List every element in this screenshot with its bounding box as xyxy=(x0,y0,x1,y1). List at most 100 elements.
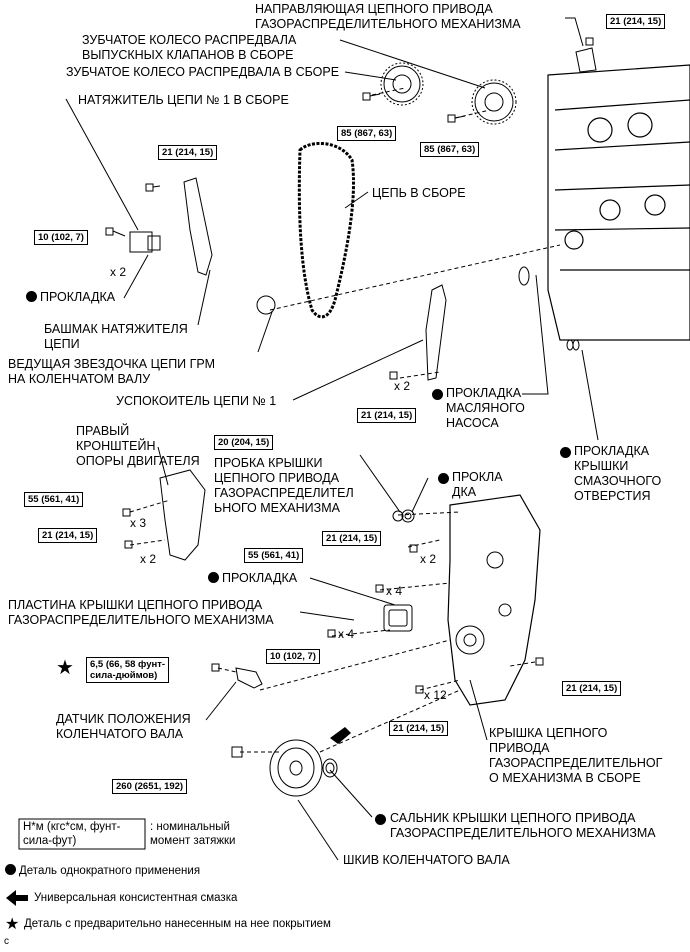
legend-single-use: Деталь однократного применения xyxy=(5,864,200,879)
label-oil-hole-gasket: ПРОКЛАДКА КРЫШКИ СМАЗОЧНОГО ОТВЕРСТИЯ xyxy=(560,444,661,504)
legend-single-use-icon xyxy=(5,864,16,875)
engine-bracket-part xyxy=(159,469,206,561)
label-crank-sprocket: ВЕДУЩАЯ ЗВЕЗДОЧКА ЦЕПИ ГРМ НА КОЛЕНЧАТОМ… xyxy=(8,357,216,386)
torque-cover-21a: 21 (214, 15) xyxy=(322,531,382,546)
torque-cover-right: 21 (214, 15) xyxy=(562,681,622,696)
gasket3-text: ПРОКЛАДКА xyxy=(222,571,298,585)
torque-cover-55: 55 (561, 41) xyxy=(244,548,304,563)
gasket1-text: ПРОКЛАДКА xyxy=(40,290,116,304)
label-bracket: ПРАВЫЙ КРОНШТЕЙН ОПОРЫ ДВИГАТЕЛЯ xyxy=(76,424,200,468)
qty-cover-12: x 12 xyxy=(424,688,447,702)
qty-damper: x 2 xyxy=(394,379,411,393)
torque-sensor: 6,5 (66, 58 фунт- сила-дюймов) xyxy=(86,657,170,683)
qty-plate-4: x 4 xyxy=(338,627,355,641)
cam-gear-part xyxy=(380,62,424,106)
crank-sprocket-part xyxy=(256,295,276,315)
leader-pulley xyxy=(297,799,339,861)
single-use-dot-icon xyxy=(432,389,443,400)
oil-hole-gasket-text: ПРОКЛАДКА КРЫШКИ СМАЗОЧНОГО ОТВЕРСТИЯ xyxy=(574,444,662,503)
legend-single-use-text: Деталь однократного применения xyxy=(19,865,201,877)
exhaust-gear-part xyxy=(471,79,517,125)
leader-chain xyxy=(344,191,369,209)
single-use-dot-icon xyxy=(26,291,37,302)
leader-slipper xyxy=(197,269,211,326)
torque-damper: 21 (214, 15) xyxy=(357,408,417,423)
label-cover-plate: ПЛАСТИНА КРЫШКИ ЦЕПНОГО ПРИВОДА ГАЗОРАСП… xyxy=(8,598,274,627)
label-cover-assy: КРЫШКА ЦЕПНОГО ПРИВОДА ГАЗОРАСПРЕДЕЛИТЕЛ… xyxy=(489,726,663,785)
legend-torque-box xyxy=(18,818,146,850)
cover-plate-part xyxy=(383,604,413,632)
leader-tensioner xyxy=(65,98,139,231)
leader-sensor xyxy=(205,681,237,721)
torque-bracket-55: 55 (561, 41) xyxy=(24,492,84,507)
legend-torque-units: Н*м (кгс*см, фунт- сила-фут) xyxy=(23,821,121,847)
leader-cam-gear xyxy=(344,71,397,81)
torque-tensioner-top: 21 (214, 15) xyxy=(158,145,218,160)
crank-sensor-part xyxy=(235,667,263,689)
gasket1-part xyxy=(147,235,161,251)
label-gasket1: ПРОКЛАДКА xyxy=(26,290,115,305)
pulley-part xyxy=(269,739,323,797)
legend-grease: Универсальная консистентная смазка xyxy=(34,892,238,904)
torque-guide: 21 (214, 15) xyxy=(606,14,666,29)
single-use-dot-icon xyxy=(560,447,571,458)
torque-tensioner-left: 10 (102, 7) xyxy=(34,230,88,245)
label-cam-gear: ЗУБЧАТОЕ КОЛЕСО РАСПРЕДВАЛА В СБОРЕ xyxy=(66,65,340,79)
leader-cover-plate xyxy=(299,611,355,621)
label-gasket3: ПРОКЛАДКА xyxy=(208,571,297,586)
label-tensioner: НАТЯЖИТЕЛЬ ЦЕПИ № 1 В СБОРЕ xyxy=(78,93,289,107)
torque-plate: 10 (102, 7) xyxy=(266,649,320,664)
label-chain: ЦЕПЬ В СБОРЕ xyxy=(372,186,466,200)
label-damper: УСПОКОИТЕЛЬ ЦЕПИ № 1 xyxy=(116,394,277,408)
leader-gasket3 xyxy=(309,577,396,606)
oil-seal-text: САЛЬНИК КРЫШКИ ЦЕПНОГО ПРИВОДА ГАЗОРАСПР… xyxy=(390,811,656,840)
chain-damper-part xyxy=(425,284,447,381)
tensioner-slipper-part xyxy=(183,177,213,276)
label-oil-seal: САЛЬНИК КРЫШКИ ЦЕПНОГО ПРИВОДА ГАЗОРАСПР… xyxy=(375,811,656,841)
tensioner-part xyxy=(129,231,153,253)
legend-precoated: Деталь с предварительно нанесенным на не… xyxy=(24,918,331,930)
gasket2-text: ПРОКЛА ДКА xyxy=(452,470,503,499)
label-oil-pump-gasket: ПРОКЛАДКА МАСЛЯНОГО НАСОСА xyxy=(432,386,525,431)
leader-oil-seal xyxy=(329,769,373,818)
oil-hole-gasket-part xyxy=(566,339,574,351)
torque-exhaust-gear: 85 (867, 63) xyxy=(420,142,480,157)
label-gasket2: ПРОКЛА ДКА xyxy=(438,470,503,500)
legend-grease-icon xyxy=(6,890,28,906)
label-chain-guide: НАПРАВЛЯЮЩАЯ ЦЕПНОГО ПРИВОДА ГАЗОРАСПРЕД… xyxy=(255,2,521,31)
label-crank-sensor: ДАТЧИК ПОЛОЖЕНИЯ КОЛЕНЧАТОГО ВАЛА xyxy=(56,712,191,741)
leader-gasket1 xyxy=(123,254,149,299)
label-exhaust-gear: ЗУБЧАТОЕ КОЛЕСО РАСПРЕДВАЛА ВЫПУСКНЫХ КЛ… xyxy=(82,33,297,62)
leader-gasket2 xyxy=(411,477,429,513)
leader-oil-pump-gasket xyxy=(522,274,549,395)
qty-tensioner: x 2 xyxy=(110,265,127,279)
timing-chain-part xyxy=(297,141,356,319)
single-use-dot-icon xyxy=(375,814,386,825)
timing-cover-part xyxy=(447,494,541,706)
oil-pump-gasket-part xyxy=(518,266,530,286)
torque-cover-bottom: 21 (214, 15) xyxy=(389,721,449,736)
torque-plug: 20 (204, 15) xyxy=(214,435,274,450)
leader-bracket xyxy=(157,446,169,486)
label-pulley: ШКИВ КОЛЕНЧАТОГО ВАЛА xyxy=(343,853,510,867)
qty-bracket-2: x 2 xyxy=(140,552,157,566)
leader-chain-guide xyxy=(565,17,584,47)
torque-cam-gear: 85 (867, 63) xyxy=(337,126,397,141)
engine-block xyxy=(547,64,690,341)
label-tensioner-slipper: БАШМАК НАТЯЖИТЕЛЯ ЦЕПИ xyxy=(44,322,188,351)
grease-arrow-icon xyxy=(330,727,351,744)
precoated-star-icon: ★ xyxy=(56,657,74,679)
legend-torque-desc: : номинальный момент затяжки xyxy=(150,821,236,847)
qty-cover-4: x 4 xyxy=(386,584,403,598)
torque-pulley: 260 (2651, 192) xyxy=(112,779,188,794)
oil-seal-part xyxy=(322,758,338,778)
bolts xyxy=(105,37,594,758)
leader-plug xyxy=(359,454,401,513)
corner-mark: c xyxy=(4,936,9,947)
label-plug: ПРОБКА КРЫШКИ ЦЕПНОГО ПРИВОДА ГАЗОРАСПРЕ… xyxy=(214,456,354,515)
leader-cover-assy xyxy=(469,679,488,741)
plug-part xyxy=(392,510,404,522)
plug-gasket-part xyxy=(401,509,415,523)
